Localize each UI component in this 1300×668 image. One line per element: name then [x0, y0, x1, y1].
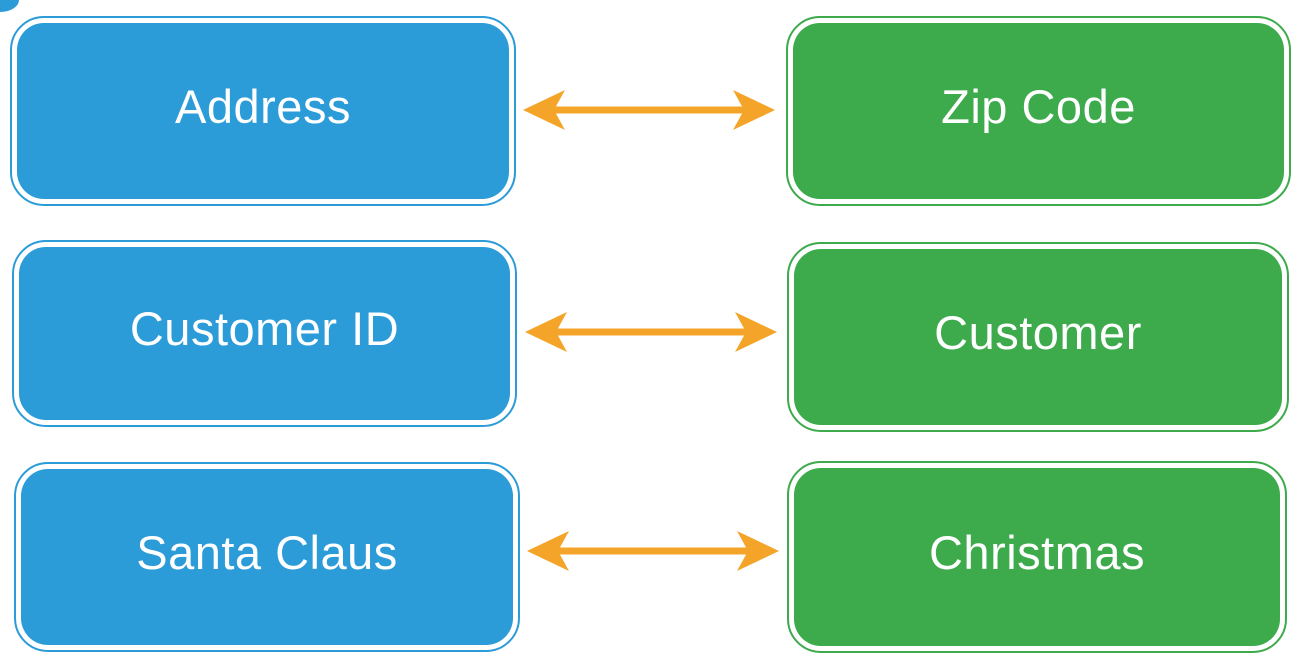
node-zip-code-fill: Zip Code — [793, 23, 1284, 199]
node-zip-code: Zip Code — [786, 16, 1291, 206]
node-christmas-fill: Christmas — [794, 468, 1280, 646]
node-christmas-label: Christmas — [928, 525, 1146, 579]
node-customer-id: Customer ID — [12, 240, 517, 427]
node-customer-fill: Customer — [794, 249, 1282, 425]
node-zip-code-label: Zip Code — [941, 79, 1136, 133]
cropped-shape-remnant — [0, 0, 19, 12]
node-address: Address — [10, 16, 516, 206]
bidirectional-arrow-row1 — [521, 87, 777, 133]
node-customer: Customer — [787, 242, 1289, 432]
node-address-label: Address — [175, 79, 351, 133]
node-santa-claus: Santa Claus — [14, 462, 520, 652]
node-santa-claus-fill: Santa Claus — [21, 469, 513, 645]
node-santa-claus-label: Santa Claus — [136, 525, 398, 579]
node-customer-label: Customer — [934, 305, 1142, 359]
node-address-fill: Address — [17, 23, 509, 199]
bidirectional-arrow-row3 — [525, 528, 781, 574]
node-customer-id-label: Customer ID — [129, 302, 400, 355]
bidirectional-arrow-row2 — [523, 309, 779, 355]
node-customer-id-fill: Customer ID — [19, 247, 510, 420]
node-christmas: Christmas — [787, 461, 1287, 653]
